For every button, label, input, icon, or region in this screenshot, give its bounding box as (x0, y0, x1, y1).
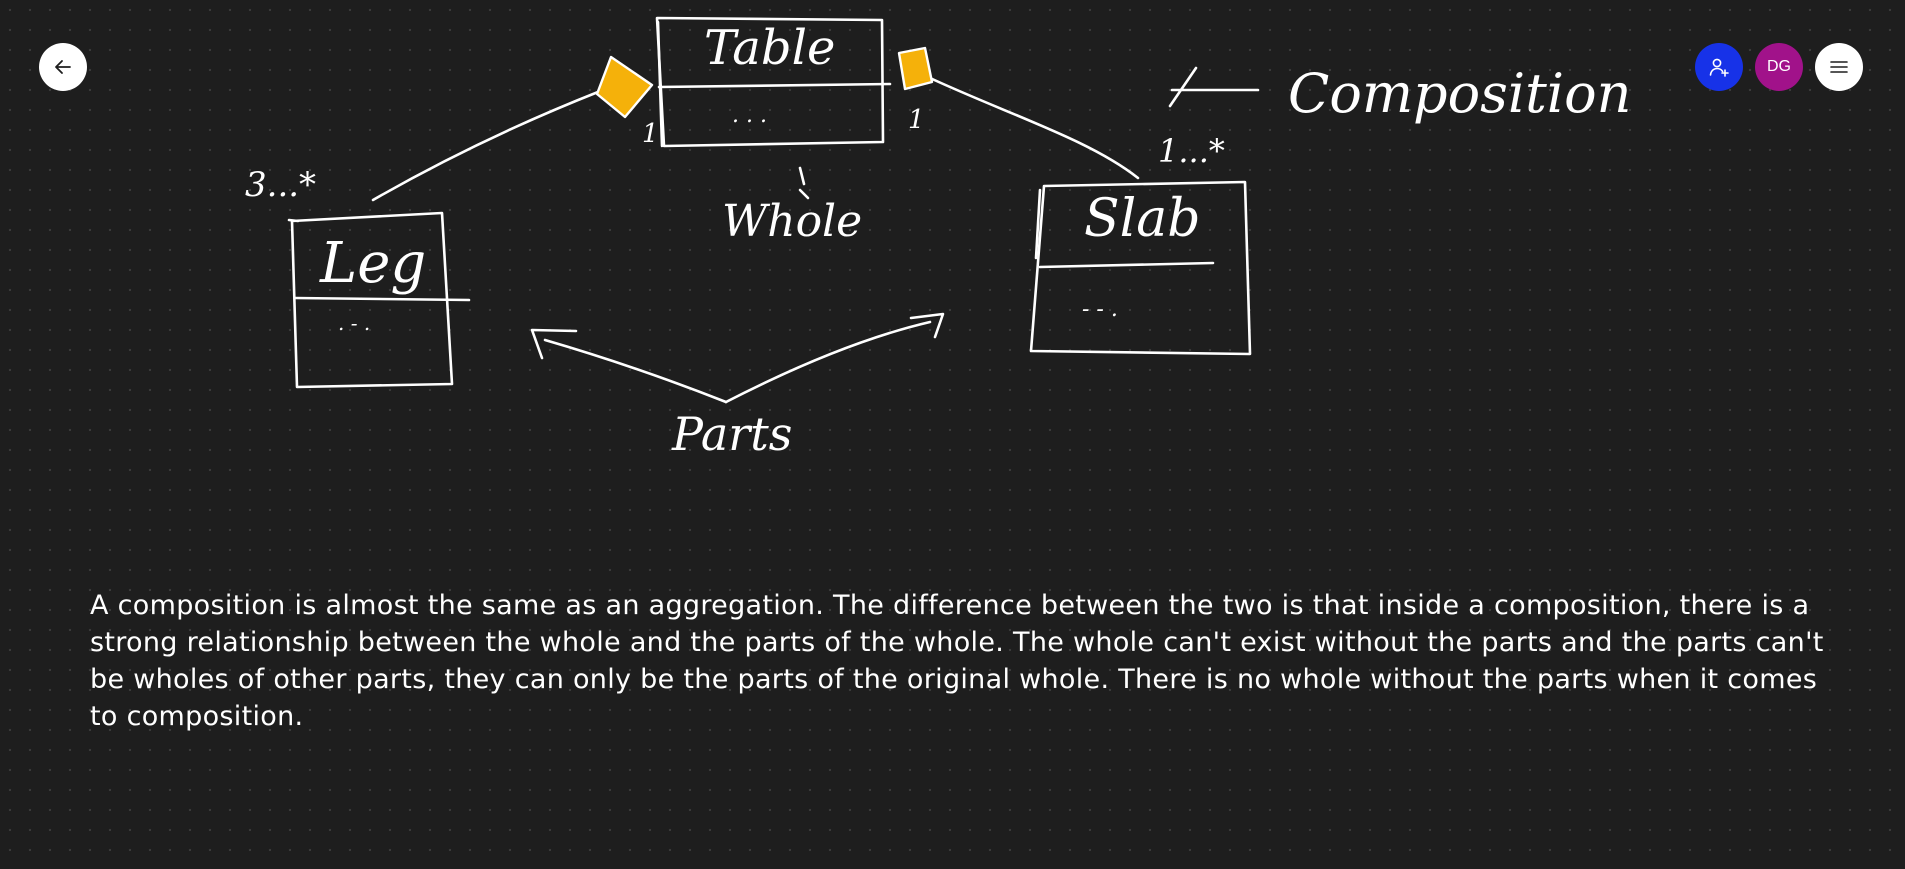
invite-collaborator-button[interactable] (1695, 43, 1743, 91)
table-class-attributes: . . . (732, 103, 767, 128)
leg-class-attributes: . - . (338, 311, 370, 335)
slab-class-label: Slab (1084, 189, 1201, 249)
whole-label: Whole (722, 196, 862, 247)
table-class-label: Table (704, 20, 835, 76)
slab-multiplicity-label: 1...* (1158, 132, 1225, 170)
table-right-multiplicity-label: 1 (908, 105, 925, 135)
leg-multiplicity-label: 3...* (245, 165, 316, 205)
whole-pointer-line (798, 166, 810, 200)
main-menu-button[interactable] (1815, 43, 1863, 91)
table-right-composition-diamond (897, 46, 934, 91)
add-person-icon (1709, 58, 1729, 77)
leg-class-label: Leg (319, 231, 426, 296)
arrow-left-icon (55, 60, 71, 74)
back-button[interactable] (39, 43, 87, 91)
leg-to-table-composition-line[interactable] (371, 55, 654, 202)
composition-pointer-arrow (1168, 66, 1260, 108)
user-avatar[interactable]: DG (1755, 43, 1803, 91)
slab-class-box[interactable]: Slab - - . (1029, 180, 1252, 356)
leg-class-box[interactable]: Leg . - . (287, 211, 471, 389)
table-class-box[interactable]: Table . . . (655, 16, 892, 148)
slab-to-table-composition-line[interactable] (897, 46, 1140, 180)
composition-description-text[interactable]: A composition is almost the same as an a… (90, 590, 1824, 732)
table-left-composition-diamond (595, 55, 654, 119)
avatar-initials: DG (1767, 58, 1791, 75)
parts-label: Parts (671, 407, 792, 461)
slab-class-attributes: - - . (1082, 297, 1118, 322)
table-left-multiplicity-label: 1 (642, 119, 659, 149)
parts-arrows (530, 312, 945, 404)
hamburger-menu-icon (1830, 61, 1848, 73)
composition-label: Composition (1288, 62, 1631, 125)
